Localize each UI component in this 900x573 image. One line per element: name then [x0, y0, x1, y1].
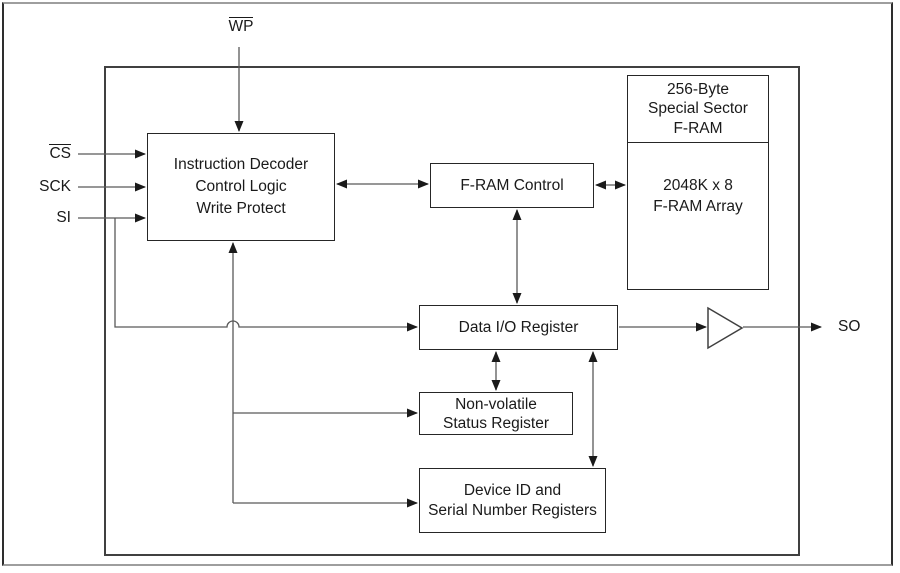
wire-si-branch-to-dataio [114, 218, 418, 332]
pin-cs-text: CS [49, 144, 71, 162]
block-status-register: Non-volatile Status Register [419, 392, 573, 435]
pin-label-wp: WP [213, 17, 269, 36]
block-text-line: Device ID and [463, 481, 562, 499]
pin-label-so: SO [838, 318, 884, 336]
pin-so-text: SO [838, 318, 861, 335]
block-data-io-register: Data I/O Register [419, 305, 618, 350]
block-text-line: F-RAM Array [653, 198, 743, 215]
block-text-line: Control Logic [195, 178, 287, 195]
pin-sck-text: SCK [39, 178, 71, 195]
block-text-line: 256-Byte [666, 80, 730, 98]
chip-boundary [104, 66, 800, 556]
block-instruction-decoder: Instruction Decoder Control Logic Write … [147, 133, 335, 241]
block-text-line: 2048K x 8 [663, 177, 733, 194]
block-text-line: F-RAM Control [460, 177, 564, 194]
block-text-line: Data I/O Register [458, 319, 579, 336]
figure-border [2, 2, 893, 566]
block-array-body: 2048K x 8 F-RAM Array [628, 143, 768, 217]
block-fram-array: 256-Byte Special Sector F-RAM 2048K x 8 … [627, 75, 769, 290]
pin-label-cs: CS [24, 144, 71, 163]
pin-si-text: SI [56, 209, 71, 226]
output-buffer-icon [707, 306, 744, 350]
block-text-line: F-RAM [673, 119, 723, 137]
block-text-line: Instruction Decoder [173, 156, 309, 173]
block-fram-control: F-RAM Control [430, 163, 594, 208]
block-text-line: Special Sector [648, 100, 748, 118]
block-text-line: Non-volatile [455, 395, 537, 413]
block-special-sector: 256-Byte Special Sector F-RAM [628, 76, 768, 143]
pin-label-sck: SCK [24, 178, 71, 196]
block-text-line: Serial Number Registers [428, 501, 597, 519]
block-device-id-registers: Device ID and Serial Number Registers [419, 468, 606, 533]
pin-label-si: SI [24, 209, 71, 227]
pin-wp-text: WP [228, 17, 254, 35]
block-text-line: Write Protect [196, 200, 286, 217]
block-text-line: Status Register [443, 414, 549, 432]
